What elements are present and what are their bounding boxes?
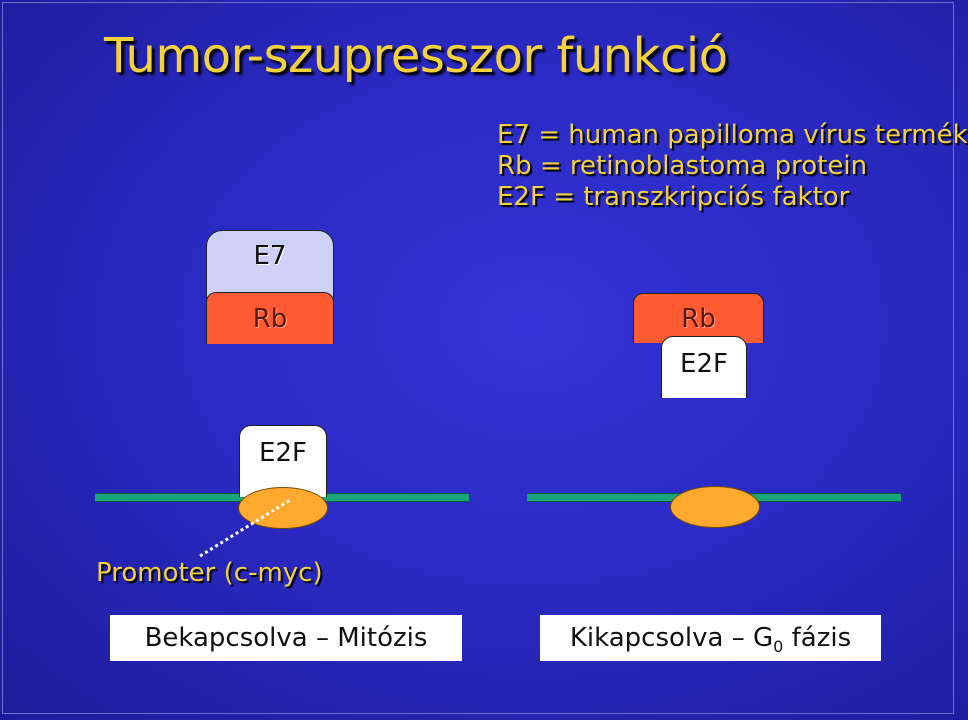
rb-protein-box-right: Rb xyxy=(633,293,764,343)
status-off-prefix: Kikapcsolva – G xyxy=(569,623,774,653)
e7-protein-box: E7 xyxy=(206,230,334,300)
promoter-site-right xyxy=(670,486,760,528)
slide-frame xyxy=(2,2,954,714)
e2f-label-right: E2F xyxy=(680,348,728,379)
status-off-subscript: 0 xyxy=(773,636,784,656)
rb-label-right: Rb xyxy=(681,303,716,334)
legend-rb: Rb = retinoblastoma protein xyxy=(497,151,868,181)
rb-protein-box-left: Rb xyxy=(206,292,334,344)
legend-e7: E7 = human papilloma vírus termék xyxy=(497,120,968,150)
rb-label-left: Rb xyxy=(252,303,288,334)
slide-title: Tumor-szupresszor funkció xyxy=(104,28,728,84)
e7-label: E7 xyxy=(253,241,287,271)
e2f-protein-box-left: E2F xyxy=(239,425,327,497)
e2f-protein-box-right: E2F xyxy=(661,336,747,398)
status-on-label: Bekapcsolva – Mitózis xyxy=(144,623,428,653)
status-off-suffix: fázis xyxy=(783,623,852,653)
e2f-label-left: E2F xyxy=(259,438,307,468)
promoter-label: Promoter (c-myc) xyxy=(96,558,323,588)
legend: E7 = human papilloma vírus termék Rb = r… xyxy=(497,120,968,213)
legend-e2f: E2F = transzkripciós faktor xyxy=(497,182,850,212)
status-on-box: Bekapcsolva – Mitózis xyxy=(110,615,462,661)
